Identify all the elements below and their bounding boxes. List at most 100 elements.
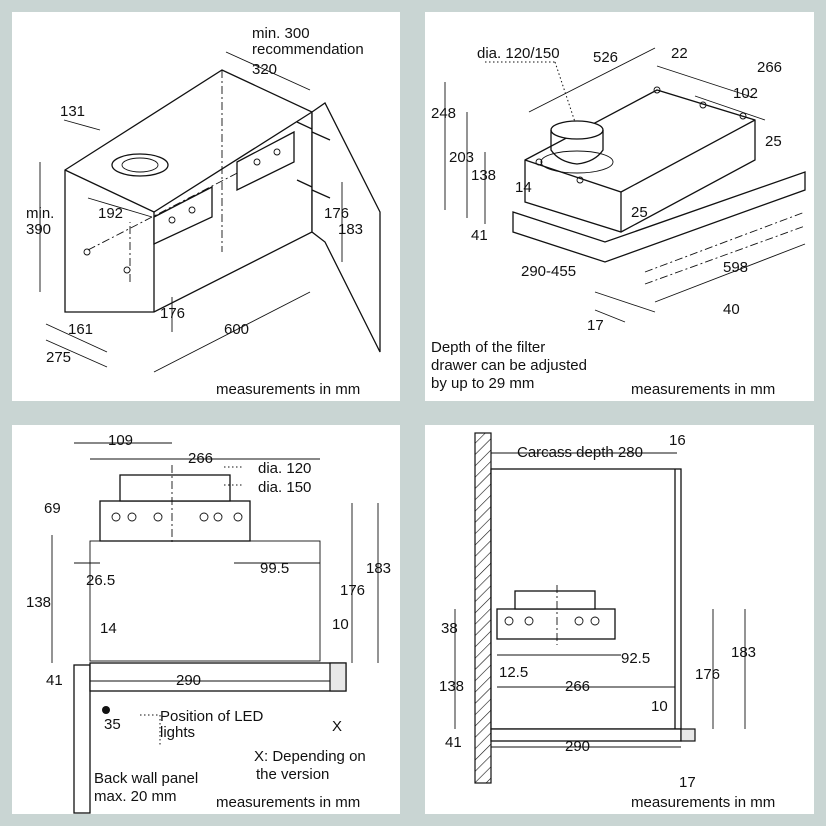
screw bbox=[311, 131, 331, 141]
screw bbox=[311, 189, 331, 199]
label-526: 526 bbox=[593, 49, 618, 66]
xnote-1: X: Depending on bbox=[254, 748, 366, 765]
panel-front-view: 109 266 dia. 120 dia. 150 69 26.5 99.5 1… bbox=[12, 425, 400, 814]
mounting-bracket-right bbox=[236, 130, 295, 192]
filter-drawer bbox=[512, 171, 806, 263]
label-41: 41 bbox=[445, 734, 462, 751]
dim-line-275 bbox=[45, 339, 108, 368]
led-label-1: Position of LED bbox=[160, 708, 264, 725]
label-10: 10 bbox=[332, 616, 349, 633]
hood-body bbox=[524, 89, 756, 233]
label-176: 176 bbox=[695, 666, 720, 683]
label-69: 69 bbox=[44, 500, 61, 517]
label-x: X bbox=[332, 718, 342, 735]
front-view-drawing: 109 266 dia. 120 dia. 150 69 26.5 99.5 1… bbox=[26, 432, 391, 814]
screw-hole bbox=[273, 148, 281, 156]
label-275: 275 bbox=[46, 349, 71, 366]
label-16: 16 bbox=[669, 432, 686, 449]
back-wall-panel bbox=[73, 664, 91, 814]
drawer-front bbox=[680, 728, 696, 742]
dim-line-598 bbox=[654, 243, 806, 303]
note-line-2: drawer can be adjusted bbox=[431, 357, 587, 374]
label-41: 41 bbox=[471, 227, 488, 244]
dim-line-161 bbox=[45, 323, 108, 353]
dim-line-192 bbox=[87, 197, 153, 218]
hood-front-panel bbox=[89, 662, 347, 692]
backwall-1: Back wall panel bbox=[94, 770, 198, 787]
screw-hole bbox=[188, 206, 196, 214]
label-290: 290 bbox=[565, 738, 590, 755]
drawer-extension-line bbox=[644, 211, 806, 273]
screw-hole bbox=[199, 512, 209, 522]
screw bbox=[296, 121, 313, 130]
label-266: 266 bbox=[188, 450, 213, 467]
dim-line-600 bbox=[153, 291, 311, 373]
dim-line-266 bbox=[656, 65, 756, 99]
label-600: 600 bbox=[224, 321, 249, 338]
label-10: 10 bbox=[651, 698, 668, 715]
label-266: 266 bbox=[565, 678, 590, 695]
label-min: min. bbox=[26, 205, 54, 222]
screw-hole bbox=[83, 248, 91, 256]
panel-cabinet-isometric: min. 300 recommendation 320 131 192 min.… bbox=[12, 12, 400, 401]
label-320: 320 bbox=[252, 61, 277, 78]
label-176: 176 bbox=[340, 582, 365, 599]
screw-hole bbox=[213, 512, 223, 522]
panel-side-view: Carcass depth 280 16 38 183 176 12.5 92.… bbox=[425, 425, 814, 814]
label-92-5: 92.5 bbox=[621, 650, 650, 667]
label-dia-150: dia. 150 bbox=[258, 479, 311, 496]
label-266: 266 bbox=[757, 59, 782, 76]
label-131: 131 bbox=[60, 103, 85, 120]
screw-hole bbox=[504, 616, 514, 626]
screw-hole bbox=[153, 512, 163, 522]
cabinet-body bbox=[64, 69, 313, 313]
label-598: 598 bbox=[723, 259, 748, 276]
mounting-bracket-left bbox=[153, 185, 213, 246]
label-290: 290 bbox=[176, 672, 201, 689]
label-35: 35 bbox=[104, 716, 121, 733]
label-dia-120: dia. 120 bbox=[258, 460, 311, 477]
label-176-door: 176 bbox=[324, 205, 349, 222]
screw-hole bbox=[233, 512, 243, 522]
screw-hole bbox=[127, 512, 137, 522]
dim-line-102 bbox=[694, 95, 766, 121]
backwall-2: max. 20 mm bbox=[94, 788, 177, 805]
hood-outline bbox=[89, 540, 321, 662]
label-22: 22 bbox=[671, 45, 688, 62]
duct-hole-inner bbox=[121, 157, 159, 173]
screw-hole bbox=[111, 512, 121, 522]
label-recommendation: recommendation bbox=[252, 41, 364, 58]
leader-line bbox=[554, 61, 576, 123]
label-176-bottom: 176 bbox=[160, 305, 185, 322]
screw-hole bbox=[590, 616, 600, 626]
drawer-extension-line bbox=[644, 225, 806, 285]
label-40: 40 bbox=[723, 301, 740, 318]
units-label: measurements in mm bbox=[216, 794, 360, 811]
label-carcass: Carcass depth 280 bbox=[517, 444, 643, 461]
duct-collar bbox=[550, 130, 604, 165]
label-12-5: 12.5 bbox=[499, 664, 528, 681]
duct-collar bbox=[514, 590, 596, 610]
label-17: 17 bbox=[587, 317, 604, 334]
duct-collar bbox=[119, 474, 231, 502]
screw-hole bbox=[535, 158, 543, 166]
note-line-1: Depth of the filter bbox=[431, 339, 545, 356]
units-label: measurements in mm bbox=[631, 381, 775, 398]
led-label-2: lights bbox=[160, 724, 195, 741]
duct-hole bbox=[111, 153, 169, 177]
dim-line-526 bbox=[528, 47, 656, 113]
label-248: 248 bbox=[431, 105, 456, 122]
cabinet-drawing: min. 300 recommendation 320 131 192 min.… bbox=[26, 25, 381, 398]
label-138: 138 bbox=[471, 167, 496, 184]
dim-line-320 bbox=[225, 51, 311, 91]
label-99-5: 99.5 bbox=[260, 560, 289, 577]
label-25-mid: 25 bbox=[631, 204, 648, 221]
duct-base bbox=[540, 150, 614, 174]
screw-hole bbox=[253, 158, 261, 166]
screw-hole bbox=[576, 176, 584, 184]
hood-motor-unit bbox=[496, 608, 616, 640]
label-min-300: min. 300 bbox=[252, 25, 310, 42]
label-183: 183 bbox=[338, 221, 363, 238]
led-position-dot bbox=[102, 706, 110, 714]
label-38: 38 bbox=[441, 620, 458, 637]
